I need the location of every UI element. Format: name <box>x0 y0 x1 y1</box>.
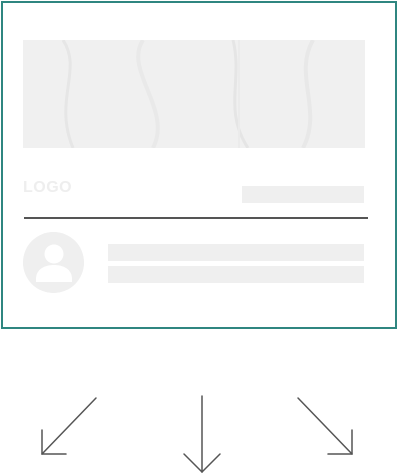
wireframe-card: LOGO <box>1 1 397 329</box>
logo: LOGO <box>23 179 73 196</box>
text-line-placeholder-2 <box>108 266 364 283</box>
hero-image-placeholder <box>23 40 365 148</box>
arrow-down-right-icon <box>297 397 353 455</box>
user-icon <box>23 232 84 293</box>
header-text-placeholder <box>242 186 364 203</box>
avatar <box>23 232 84 293</box>
hero-image-texture <box>23 40 365 148</box>
divider <box>24 217 368 219</box>
arrow-down-left-icon <box>41 397 97 455</box>
arrow-down-icon <box>183 395 221 473</box>
text-line-placeholder-1 <box>108 244 364 261</box>
arrows-group <box>41 395 353 473</box>
